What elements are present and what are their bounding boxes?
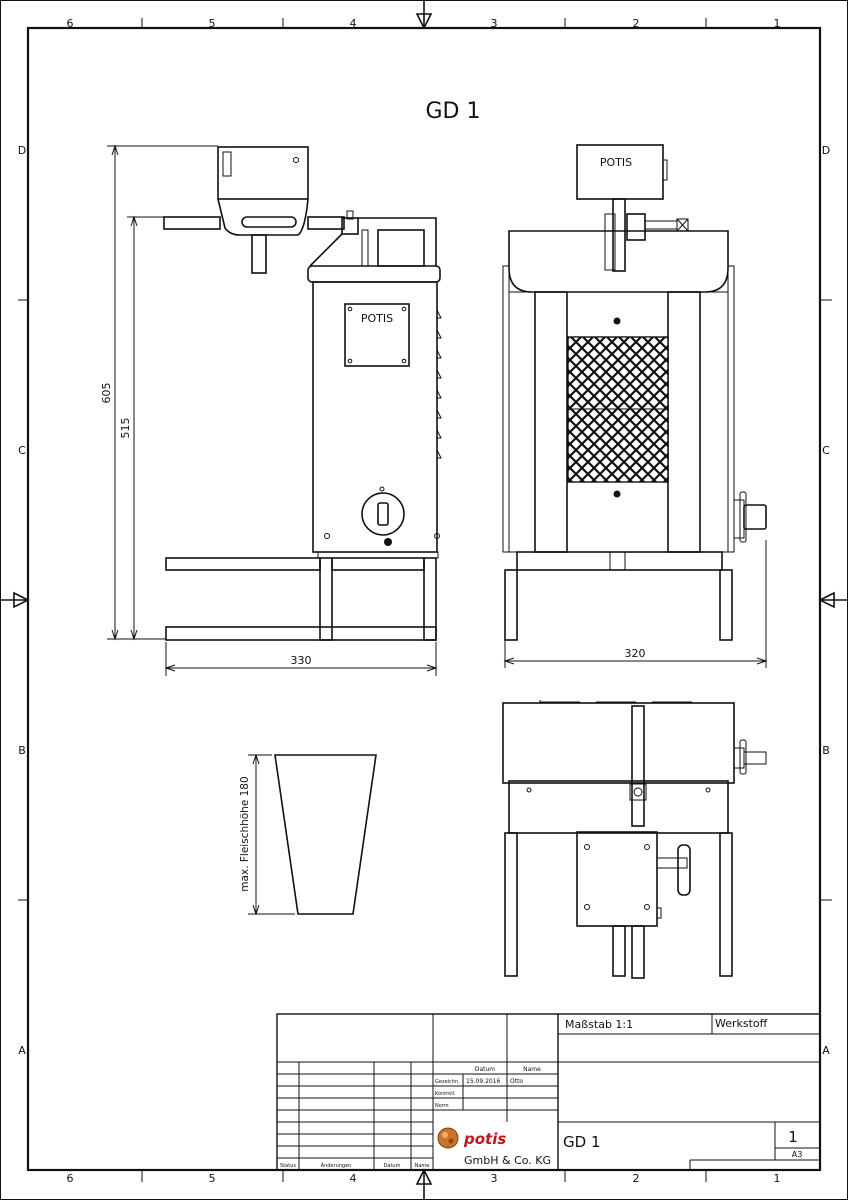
zone-col-5-top: 5 <box>209 17 216 30</box>
title-block-text: Maßstab 1:1 Werkstoff Datum Name Gezeich… <box>280 1017 802 1169</box>
dim-side-width: 330 <box>291 654 312 667</box>
sheet-format: A3 <box>792 1150 803 1159</box>
zone-row-b-right: B <box>822 744 830 757</box>
row-drawn: Gezeichn. <box>435 1079 460 1085</box>
top-view <box>502 700 767 979</box>
zone-col-6-bottom: 6 <box>67 1172 74 1185</box>
side-dimensions <box>107 144 438 676</box>
company-name: GmbH & Co. KG <box>464 1154 551 1167</box>
zone-row-b-left: B <box>18 744 26 757</box>
zone-ticks <box>18 18 832 1182</box>
zone-col-2-top: 2 <box>633 17 640 30</box>
zone-col-4-top: 4 <box>350 17 357 30</box>
zone-col-1-bottom: 1 <box>774 1172 781 1185</box>
zone-row-d-left: D <box>18 144 26 157</box>
zone-col-3-top: 3 <box>491 17 498 30</box>
row-checked: Kontroll. <box>435 1091 456 1097</box>
zone-row-a-right: A <box>822 1044 830 1057</box>
potis-logo-text: potis <box>463 1130 506 1148</box>
drawn-name: Otto <box>510 1078 523 1085</box>
zone-row-c-right: C <box>822 444 830 457</box>
dim-front-width: 320 <box>625 647 646 660</box>
drawing-name: GD 1 <box>563 1133 601 1151</box>
dim-meat-height: max. Fleischhöhe 180 <box>239 776 251 891</box>
drawn-date: 15.09.2016 <box>466 1078 501 1085</box>
scale-label: Maßstab 1:1 <box>565 1018 633 1031</box>
dim-overall-height: 605 <box>100 383 113 404</box>
zone-row-d-right: D <box>822 144 830 157</box>
front-view: POTIS <box>502 144 767 641</box>
potis-logo-mark <box>437 1127 459 1149</box>
col-name: Name <box>523 1066 541 1073</box>
drawing-title: GD 1 <box>426 99 481 124</box>
dim-body-height: 515 <box>119 418 132 439</box>
rev-date: Datum <box>384 1163 401 1169</box>
zone-col-3-bottom: 3 <box>491 1172 498 1185</box>
zone-col-4-bottom: 4 <box>350 1172 357 1185</box>
zone-row-a-left: A <box>18 1044 26 1057</box>
col-date: Datum <box>475 1066 495 1073</box>
zone-col-6-top: 6 <box>67 17 74 30</box>
material-label: Werkstoff <box>715 1017 768 1030</box>
zone-labels: 6 5 4 3 2 1 6 5 4 3 2 1 D C B A D C B A <box>18 17 830 1185</box>
rev-name: Name <box>415 1163 430 1169</box>
zone-row-c-left: C <box>18 444 26 457</box>
rev-changes: Änderungen <box>321 1162 352 1169</box>
front-dimension <box>503 540 768 668</box>
zone-col-2-bottom: 2 <box>633 1172 640 1185</box>
zone-col-5-bottom: 5 <box>209 1172 216 1185</box>
sheet-number: 1 <box>788 1128 798 1146</box>
side-view: POTIS <box>163 146 442 641</box>
side-potis-label: POTIS <box>361 312 393 325</box>
meat-cone <box>248 753 377 916</box>
title-block <box>276 1013 821 1171</box>
zone-col-1-top: 1 <box>774 17 781 30</box>
rev-status: Status <box>280 1163 296 1169</box>
row-norm: Norm <box>435 1103 449 1109</box>
front-potis-label: POTIS <box>600 156 632 169</box>
